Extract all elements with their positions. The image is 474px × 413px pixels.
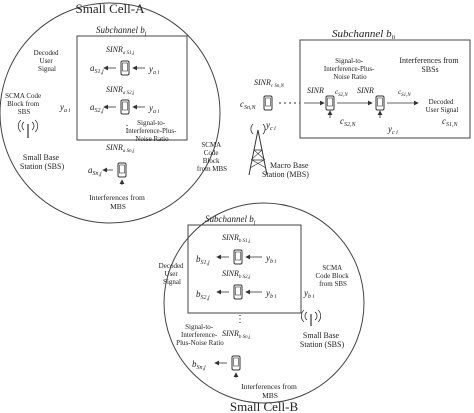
small-cell-a: Small Cell-A Subchannel bj SINRa S1,j aS… bbox=[0, 1, 221, 224]
sub-n-sinr-main: SINRc Sn,N bbox=[254, 78, 285, 89]
cell-a-sinr-2: SINRa S2,j bbox=[106, 85, 135, 96]
sub-n-user-main-phone-icon bbox=[263, 95, 273, 111]
cell-b-boundary bbox=[163, 202, 365, 404]
cell-b-y-1: yb i bbox=[265, 253, 277, 265]
cell-a-scma-label: SCMA Code Block from SBS bbox=[5, 92, 43, 116]
mbs-y: yc i bbox=[265, 120, 276, 132]
sub-n-box bbox=[299, 39, 471, 139]
cell-a-interf-label: Interferences from MBS bbox=[89, 193, 146, 211]
cell-a-sbs-label: Small Base Station (SBS) bbox=[20, 153, 65, 171]
cell-a-user-n-phone-icon bbox=[117, 162, 127, 178]
cell-a-y-2: ya i bbox=[148, 103, 160, 115]
cell-a-user-2-phone-icon bbox=[120, 99, 130, 115]
cell-a-boundary bbox=[0, 2, 221, 224]
cell-b-subchannel-label: Subchannel bj bbox=[205, 214, 256, 226]
cell-a-sinr-n: SINRa Sn,j bbox=[106, 143, 135, 154]
cell-a-y-1: ya i bbox=[148, 64, 160, 76]
cell-b-user-2: bS2,j bbox=[196, 289, 210, 301]
mbs-tower-icon bbox=[248, 123, 268, 176]
cell-a-subchannel-label: Subchannel bj bbox=[96, 25, 147, 37]
cell-b-title: Small Cell-B bbox=[230, 399, 299, 413]
cell-b-interf-label: Interferences from MBS bbox=[241, 382, 298, 400]
cell-b-sinr-1: SINRb S1,j bbox=[222, 233, 251, 244]
cell-b-sinr-label: Signal-to- Interference- Plus-Noise Rati… bbox=[176, 323, 224, 347]
cell-b-scma-label: SCMA Code Block from SBS bbox=[316, 264, 351, 288]
cell-a-y-left: ya i bbox=[59, 102, 71, 114]
sub-n-c-s1: cS1,N bbox=[442, 116, 459, 128]
sub-n-title: Subchannel bn bbox=[332, 28, 396, 41]
cell-a-user-1-phone-icon bbox=[120, 60, 130, 76]
subchannel-n: SINRc Sn,N cSn,N Subchannel bn SINR cS2,… bbox=[240, 28, 471, 139]
cell-b-user-2-phone-icon bbox=[233, 284, 243, 300]
cell-a-sinr-1: SINRa S1,j bbox=[106, 45, 135, 56]
cell-a-user-1: aS1,j bbox=[90, 63, 104, 75]
sub-n-user-1-phone-icon bbox=[325, 95, 335, 111]
cell-b-sbs-antenna-icon bbox=[300, 309, 322, 326]
macro-base-station: SCMA Code Block from MBS yc i Macro Base… bbox=[197, 120, 310, 179]
cell-b-sinr-n: SINRb Sn,j bbox=[222, 329, 251, 340]
sub-n-sinr-2: SINR bbox=[357, 86, 374, 95]
cell-b-user-1-phone-icon bbox=[233, 249, 243, 265]
cell-b-subchannel-box bbox=[187, 224, 302, 314]
cell-a-ellipsis: ⋮ bbox=[122, 124, 132, 135]
cell-b-y-right: yb i bbox=[303, 288, 315, 300]
cell-b-user-1: bS1,j bbox=[196, 254, 210, 266]
sub-n-sinr-label: Signal-to- Interference-Plus- Noise Rati… bbox=[324, 57, 376, 81]
sub-n-sinr-2-sub: cS1,N bbox=[398, 88, 411, 98]
sub-n-sinr-1: SINR bbox=[307, 86, 324, 95]
cell-b-sinr-2: SINRb S2,j bbox=[222, 269, 251, 280]
cell-a-decoded-label: Decoded User Signal bbox=[34, 49, 61, 73]
cell-a-sinr-label: Signal-to- Interference-Plus- Noise Rati… bbox=[126, 119, 178, 143]
cell-a-user-2: aS2,j bbox=[90, 102, 104, 114]
sub-n-decoded-label: Decoded User Signal bbox=[426, 98, 459, 114]
sub-n-c-s2: cS2,N bbox=[340, 116, 357, 128]
sub-n-interf-label: Interferences from SBSs bbox=[399, 56, 460, 74]
cell-b-sbs-label: Small Base Station (SBS) bbox=[300, 331, 345, 349]
cell-a-sbs-antenna-icon bbox=[17, 119, 39, 138]
mbs-scma-label: SCMA Code Block from MBS bbox=[197, 141, 227, 173]
cell-a-subchannel-box bbox=[76, 35, 188, 141]
cell-b-y-2: yb i bbox=[265, 288, 277, 300]
sub-n-sinr-1-sub: cS2,N bbox=[335, 88, 348, 98]
cell-b-ellipsis: ⋮ bbox=[235, 314, 245, 325]
cell-b-user-n-phone-icon bbox=[231, 355, 241, 371]
sub-n-user-main: cSn,N bbox=[240, 99, 257, 111]
cell-b-user-n: bSn,j bbox=[192, 359, 206, 371]
cell-b-decoded-label: Decoded User Signal bbox=[159, 262, 186, 286]
cell-a-title: Small Cell-A bbox=[76, 1, 146, 16]
cell-a-user-n: aSn,j bbox=[88, 165, 102, 177]
sub-n-y: yc i bbox=[387, 124, 398, 136]
small-cell-b: Small Cell-B Subchannel bj SINRb S1,j bS… bbox=[159, 202, 365, 413]
mbs-label: Macro Base Station (MBS) bbox=[262, 161, 310, 179]
sub-n-user-2-phone-icon bbox=[375, 95, 385, 111]
